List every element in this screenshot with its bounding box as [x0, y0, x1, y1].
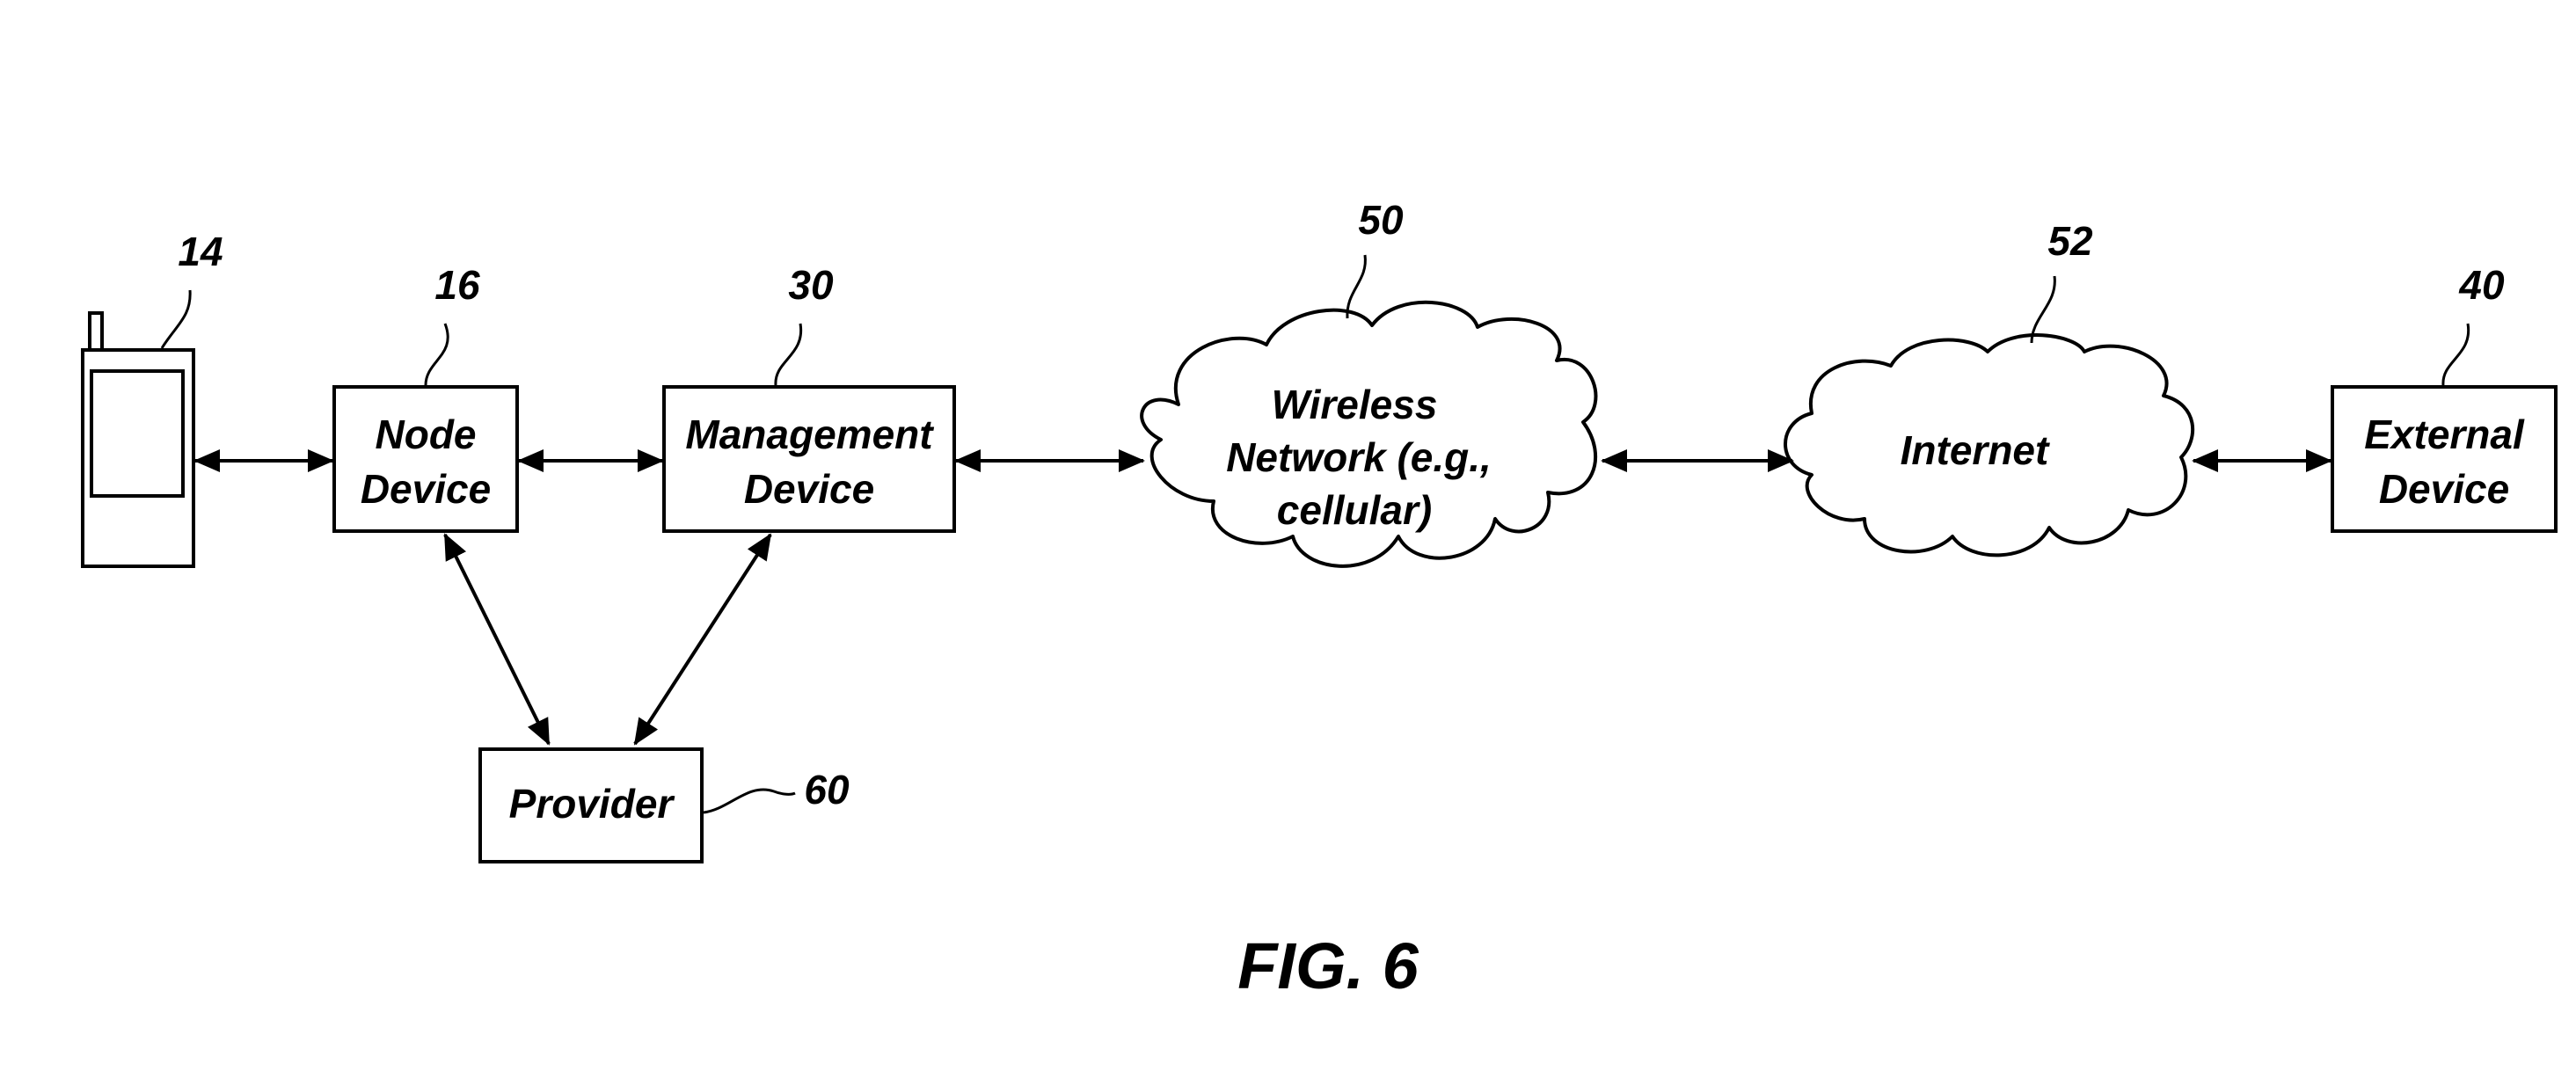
management-device-label-line2: Device: [744, 466, 874, 512]
wireless-network-cloud: [1140, 300, 1598, 568]
wireless-network-label-line3: cellular): [1277, 487, 1432, 533]
provider-box: [478, 747, 704, 863]
wireless-network-label-line2: Network (e.g.,: [1226, 434, 1492, 480]
external-device-ref: 40: [2458, 262, 2505, 308]
mobile-device: [81, 311, 195, 568]
internet-ref: 52: [2047, 218, 2093, 264]
node-device-ref: 16: [434, 262, 480, 308]
external-device-label-line2: Device: [2379, 466, 2509, 512]
connection-node-provider: [443, 533, 551, 746]
wireless-network-leader: [1346, 254, 1367, 319]
node-device-leader: [424, 323, 449, 386]
mobile-screen: [90, 369, 185, 498]
node-device-label-line1: Node: [376, 412, 477, 457]
management-device-box: [662, 385, 956, 533]
internet-label: Internet: [1901, 427, 2050, 473]
management-device-ref: 30: [788, 262, 834, 308]
wireless-network-ref: 50: [1358, 197, 1404, 243]
external-device-label-line1: External: [2364, 412, 2525, 457]
node-device-label-line2: Device: [361, 466, 491, 512]
mobile-antenna: [88, 311, 104, 352]
external-device-box: [2331, 385, 2558, 533]
internet-leader: [2030, 275, 2056, 344]
wireless-network-label-line1: Wireless: [1272, 382, 1438, 427]
provider-label: Provider: [509, 781, 675, 827]
mobile-device-leader: [160, 289, 192, 349]
node-device-box: [332, 385, 519, 533]
management-device-leader: [774, 323, 803, 386]
provider-ref: 60: [804, 767, 850, 812]
internet-cloud: [1784, 333, 2194, 557]
connection-management-provider: [633, 533, 772, 746]
mobile-device-ref: 14: [178, 229, 223, 274]
figure-caption: FIG. 6: [1237, 929, 1419, 1002]
provider-leader: [703, 788, 796, 814]
external-device-leader: [2441, 323, 2470, 386]
management-device-label-line1: Management: [685, 412, 934, 457]
